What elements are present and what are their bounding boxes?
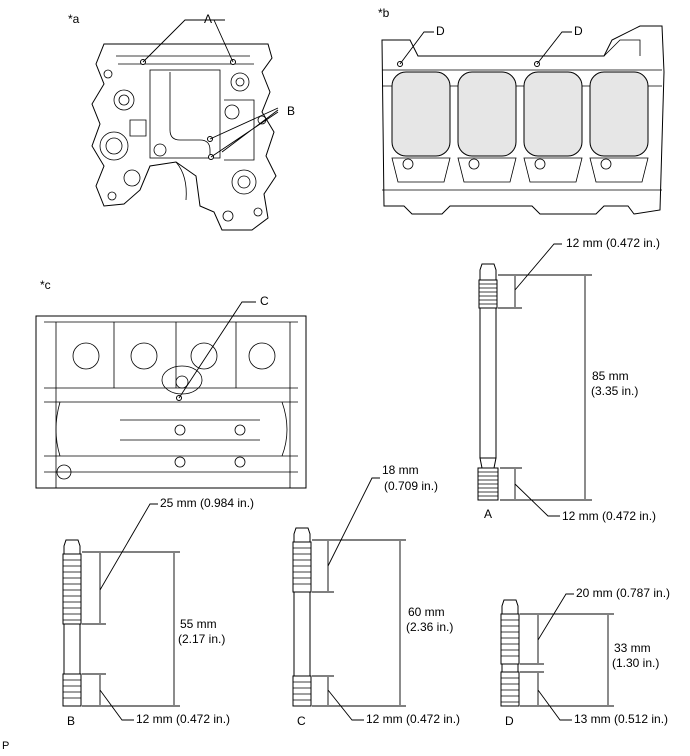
- bolt-c-length-in: (2.36 in.): [406, 620, 454, 634]
- view-a-label: *a: [68, 12, 80, 26]
- callout-d-view-b-left: D: [436, 24, 445, 38]
- callout-a-view-a: A: [204, 12, 213, 26]
- bolt-d-length-mm: 33 mm: [614, 641, 651, 655]
- bolt-b-length-in: (2.17 in.): [178, 632, 226, 646]
- bolt-a-label: A: [484, 507, 493, 521]
- bolt-b-bottom-thread-length: 12 mm (0.472 in.): [136, 712, 231, 726]
- view-b-block-side: [381, 25, 665, 215]
- bolt-a-bottom-thread-length: 12 mm (0.472 in.): [562, 509, 657, 523]
- bolt-b-length-mm: 55 mm: [180, 617, 217, 631]
- bolt-d-label: D: [505, 714, 514, 728]
- bolt-b-label: B: [67, 714, 76, 728]
- bolt-d-drawing: [500, 593, 614, 721]
- bolt-d-top-thread-length: 20 mm (0.787 in.): [576, 586, 671, 600]
- callout-b-view-a: B: [287, 104, 296, 118]
- view-b-label: *b: [378, 6, 390, 20]
- bolt-c-drawing: [292, 477, 406, 721]
- bolt-c-bottom-thread-length: 12 mm (0.472 in.): [366, 712, 461, 726]
- view-a-block-end: [91, 19, 279, 231]
- bolt-b-top-thread-length: 25 mm (0.984 in.): [160, 496, 255, 510]
- bolt-a-drawing: [477, 243, 592, 517]
- view-c-block-bottom: [35, 301, 307, 489]
- bolt-d-length-in: (1.30 in.): [612, 656, 660, 670]
- callout-d-view-b-right: D: [574, 24, 583, 38]
- callout-c-view-c: C: [260, 294, 269, 308]
- bolt-c-top-thread-mm: 18 mm: [382, 463, 419, 477]
- bolt-d-bottom-thread-length: 13 mm (0.512 in.): [574, 712, 669, 726]
- bolt-b-drawing: [62, 503, 180, 721]
- bolt-a-length-mm: 85 mm: [592, 369, 629, 383]
- footer-mark: P: [2, 740, 10, 752]
- bolt-c-top-thread-in: (0.709 in.): [384, 479, 439, 493]
- bolt-a-top-thread-length: 12 mm (0.472 in.): [566, 236, 661, 250]
- bolt-a-length-in: (3.35 in.): [591, 384, 639, 398]
- view-c-label: *c: [40, 278, 51, 292]
- bolt-c-label: C: [297, 714, 306, 728]
- bolt-c-length-mm: 60 mm: [408, 605, 445, 619]
